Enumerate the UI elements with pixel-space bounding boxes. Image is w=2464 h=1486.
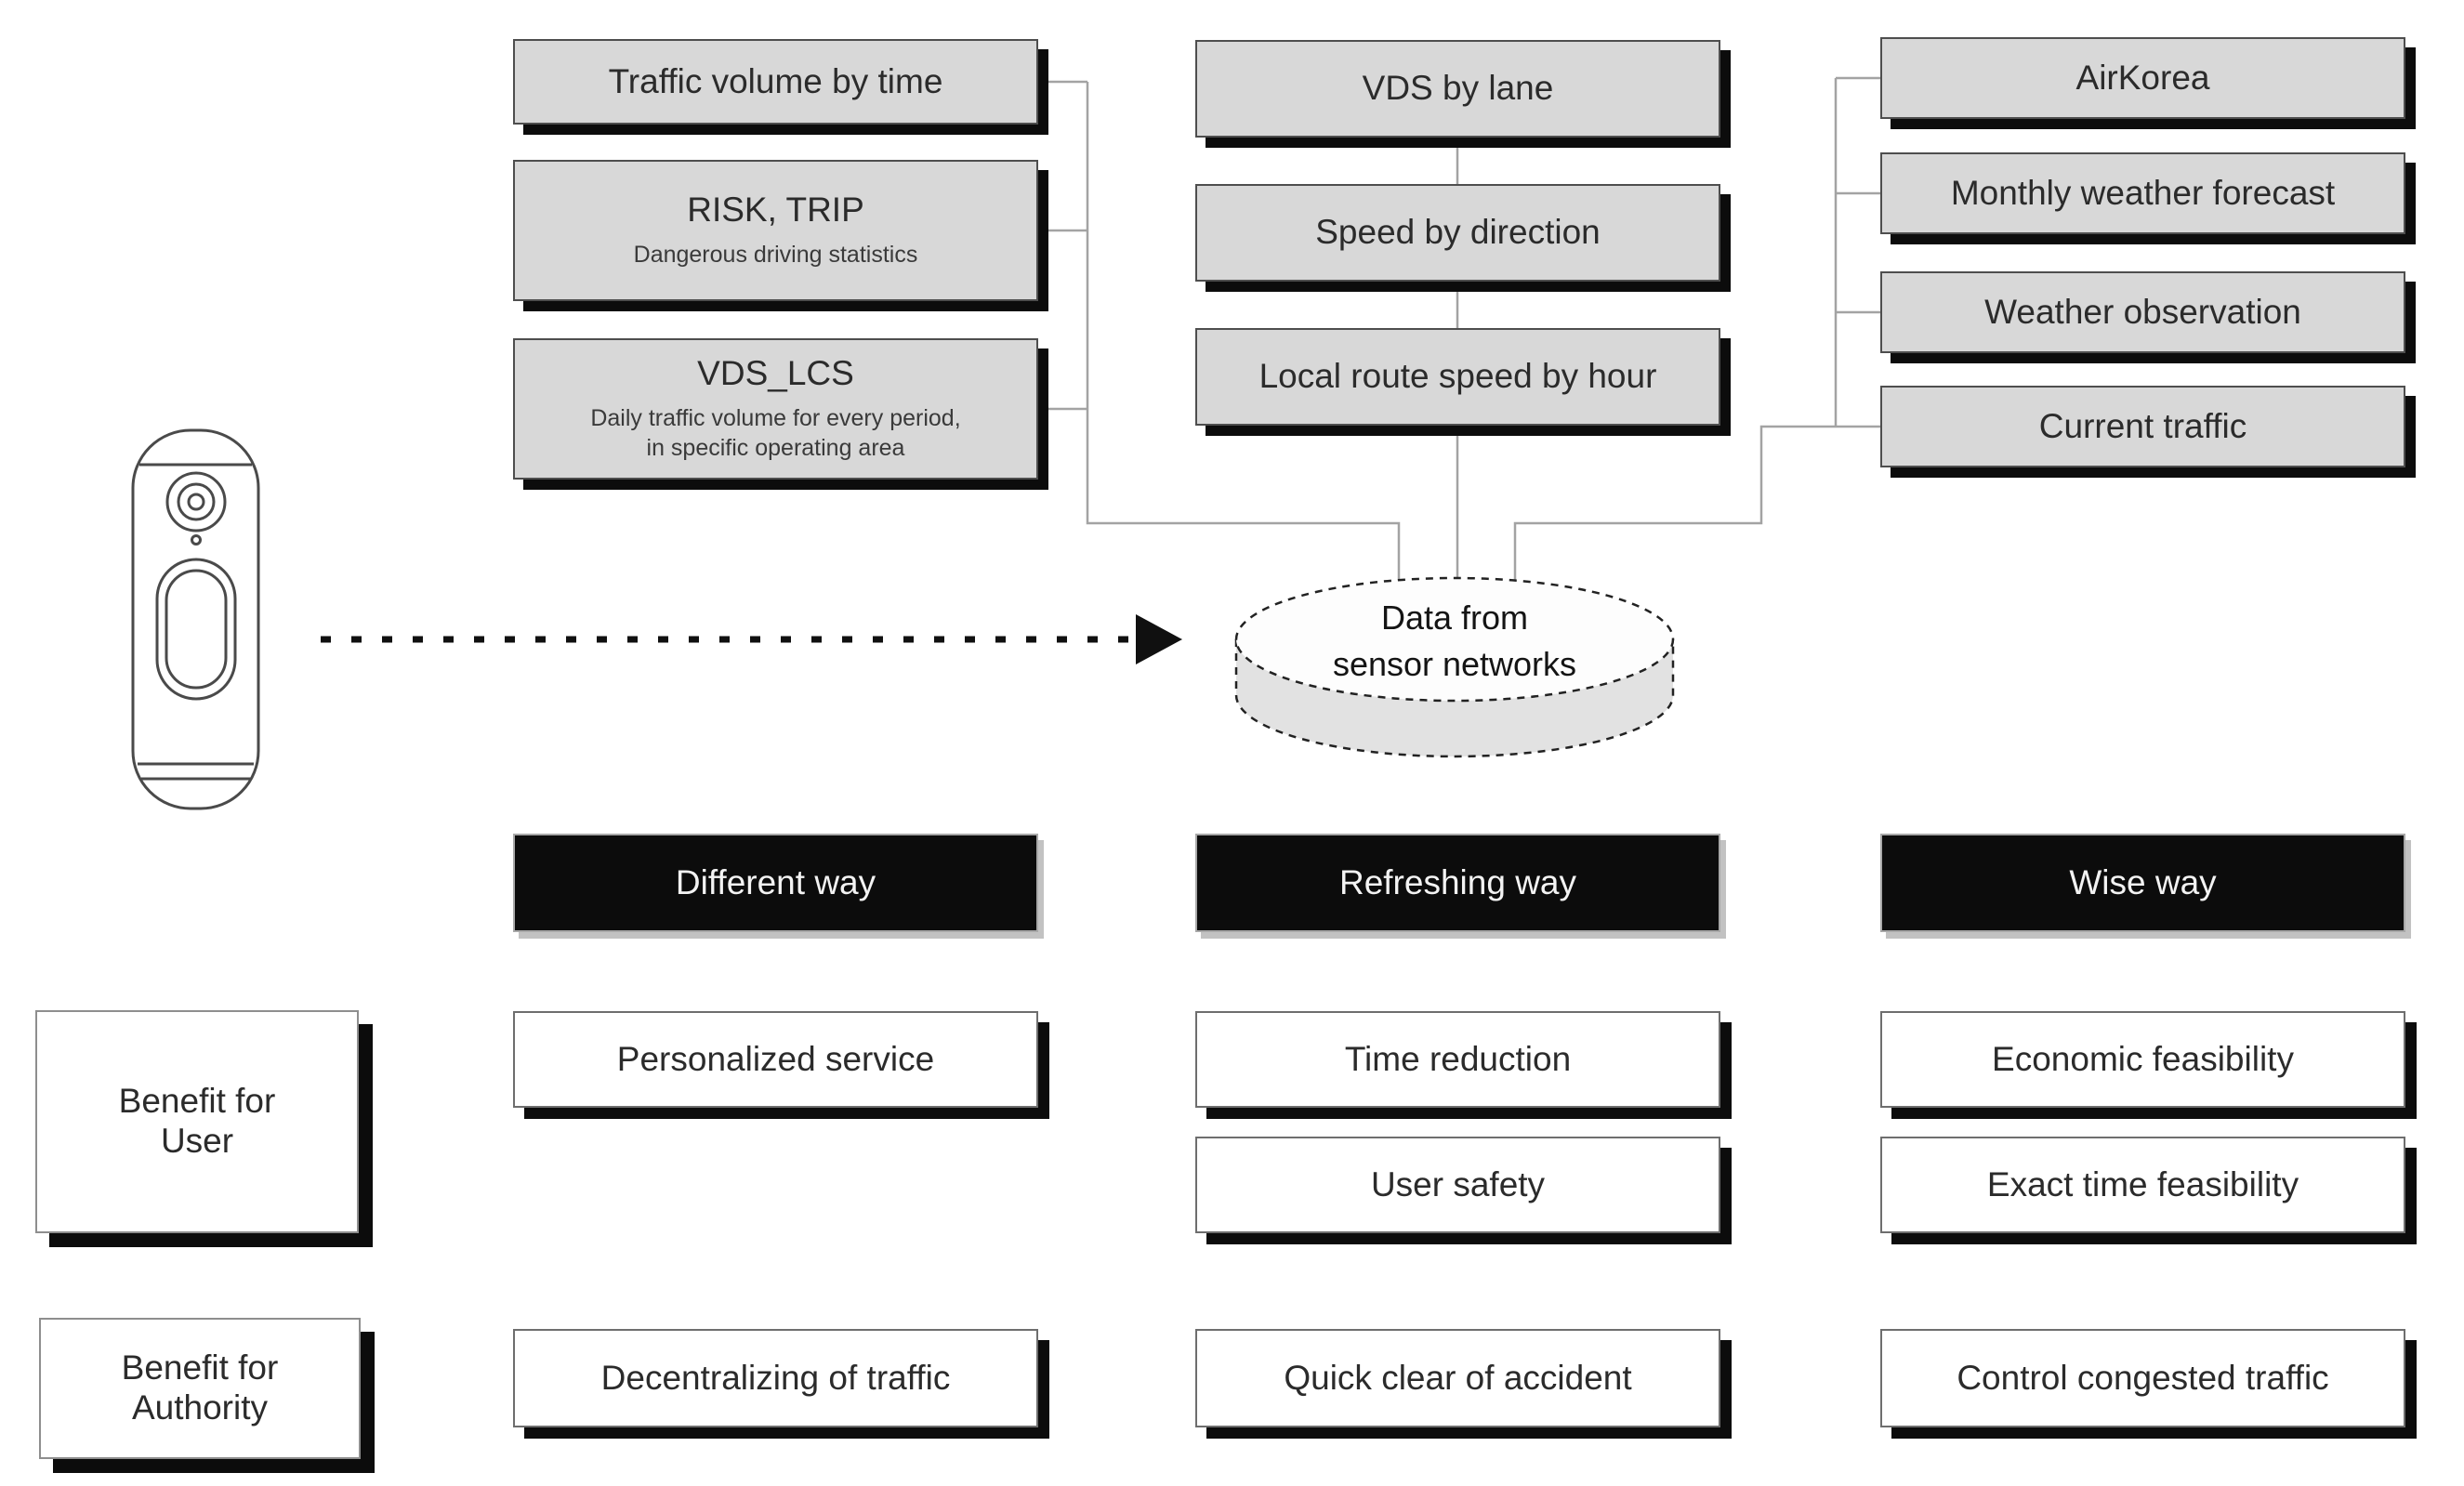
source-box-monthly-weather-forecast: Monthly weather forecast [1880, 152, 2405, 234]
source-box-vds-by-lane: VDS by lane [1195, 40, 1720, 138]
source-box-current-traffic: Current traffic [1880, 386, 2405, 467]
row-label-text: Benefit for User [118, 1082, 276, 1160]
arrowhead [1136, 614, 1182, 664]
source-box-title: Current traffic [2038, 406, 2247, 445]
sensor-device-icon [131, 428, 260, 810]
way-header-label: Wise way [2069, 862, 2217, 901]
source-box-title: Weather observation [1984, 292, 2301, 331]
source-box-vds-lcs: VDS_LCS Daily traffic volume for every p… [513, 338, 1038, 480]
source-box-title: Traffic volume by time [608, 61, 943, 100]
way-header-different: Different way [513, 834, 1038, 932]
benefit-box-label: Personalized service [616, 1039, 935, 1078]
source-box-traffic-volume-by-time: Traffic volume by time [513, 39, 1038, 125]
benefit-box-quick-clear-of-accident: Quick clear of accident [1195, 1329, 1720, 1427]
row-label-benefit-for-user: Benefit for User [35, 1010, 359, 1233]
source-box-subtitle: Daily traffic volume for every period, i… [590, 404, 961, 462]
source-box-local-route-speed: Local route speed by hour [1195, 328, 1720, 426]
benefit-box-control-congested-traffic: Control congested traffic [1880, 1329, 2405, 1427]
way-header-refreshing: Refreshing way [1195, 834, 1720, 932]
source-box-title: RISK, TRIP [687, 191, 864, 230]
dashed-arrow [321, 614, 1182, 664]
row-label-benefit-for-authority: Benefit for Authority [39, 1318, 361, 1459]
connector-lines [1040, 76, 1880, 639]
right-column-connector [1513, 76, 1880, 639]
benefit-box-personalized-service: Personalized service [513, 1011, 1038, 1108]
benefit-box-label: Time reduction [1344, 1039, 1572, 1078]
benefit-box-economic-feasibility: Economic feasibility [1880, 1011, 2405, 1108]
benefit-box-decentralizing-of-traffic: Decentralizing of traffic [513, 1329, 1038, 1427]
left-column-connector [1040, 80, 1401, 639]
source-box-subtitle: Dangerous driving statistics [633, 242, 918, 269]
way-header-label: Refreshing way [1338, 862, 1576, 901]
database-label: Data from sensor networks [1332, 598, 1577, 684]
source-box-airkorea: AirKorea [1880, 37, 2405, 119]
benefit-box-label: Quick clear of accident [1284, 1358, 1632, 1397]
way-header-wise: Wise way [1880, 834, 2405, 932]
row-label-text: Benefit for Authority [121, 1348, 279, 1427]
source-box-title: AirKorea [2075, 58, 2210, 97]
benefit-box-exact-time-feasibility: Exact time feasibility [1880, 1137, 2405, 1233]
source-box-speed-by-direction: Speed by direction [1195, 184, 1720, 282]
benefit-box-time-reduction: Time reduction [1195, 1011, 1720, 1108]
benefit-box-label: User safety [1370, 1164, 1546, 1203]
benefit-box-label: Exact time feasibility [1986, 1164, 2299, 1203]
source-box-title: Monthly weather forecast [1950, 173, 2336, 212]
way-header-label: Different way [675, 862, 876, 901]
benefit-box-label: Decentralizing of traffic [600, 1358, 951, 1397]
benefit-box-user-safety: User safety [1195, 1137, 1720, 1233]
source-box-risk-trip: RISK, TRIP Dangerous driving statistics [513, 160, 1038, 301]
source-box-weather-observation: Weather observation [1880, 271, 2405, 353]
source-box-title: VDS_LCS [697, 354, 854, 393]
benefit-box-label: Control congested traffic [1957, 1358, 2329, 1397]
database-cylinder-icon [1234, 576, 1675, 758]
source-box-title: Speed by direction [1315, 213, 1601, 252]
source-box-title: Local route speed by hour [1258, 357, 1657, 396]
source-box-title: VDS by lane [1362, 69, 1554, 108]
benefit-box-label: Economic feasibility [1992, 1039, 2294, 1078]
